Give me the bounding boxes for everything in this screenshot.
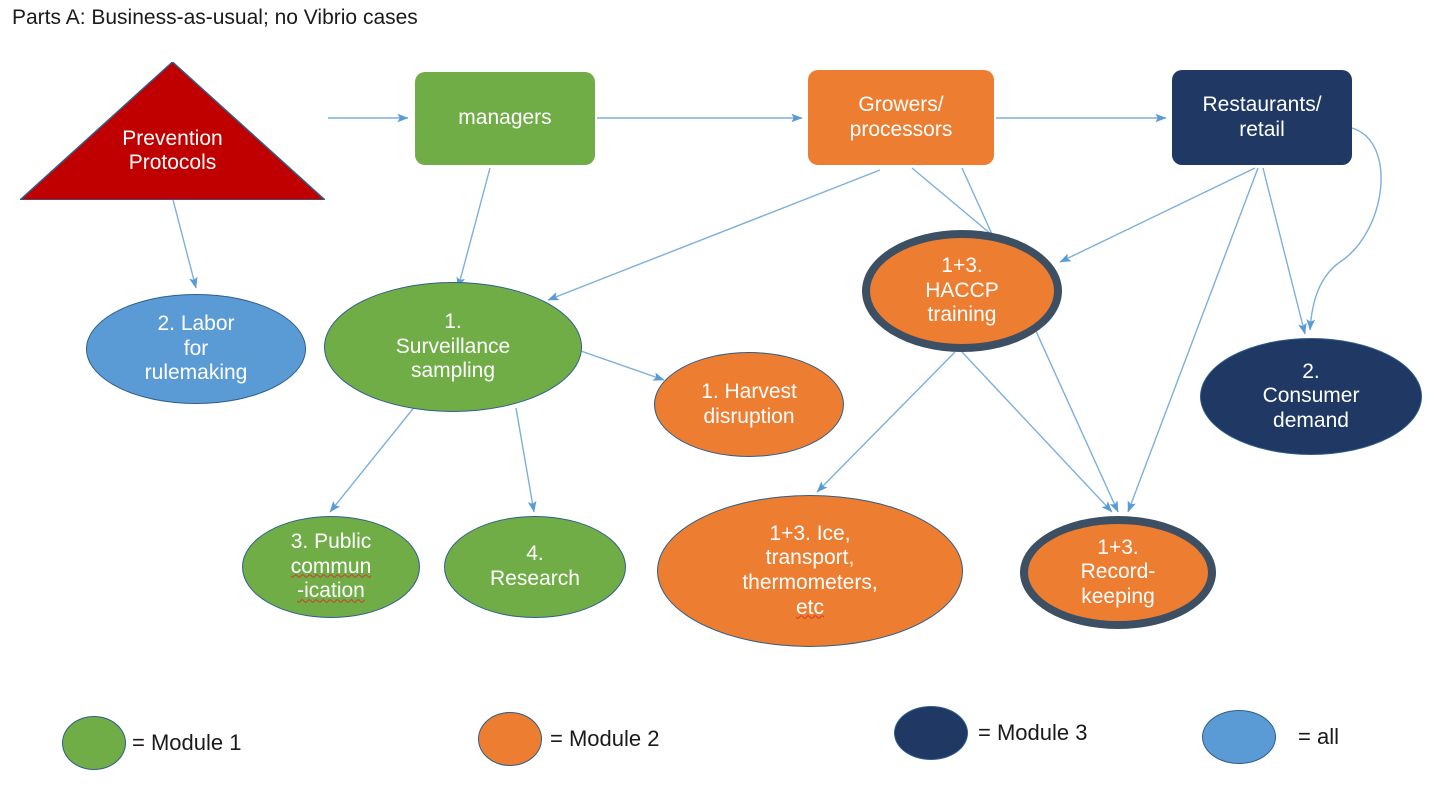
- legend-module-1: = Module 1: [62, 716, 241, 770]
- edge-growers-processors-to-surveillance-sampling: [547, 169, 881, 301]
- node-label-research: 4.Research: [490, 542, 580, 590]
- node-ice-transport-thermometers[interactable]: 1+3. Ice,transport,thermometers,etc: [657, 495, 963, 647]
- edge-restaurants-retail-to-haccp-training: [1059, 167, 1256, 263]
- node-label-restaurants-retail: Restaurants/retail: [1202, 92, 1322, 141]
- node-growers-processors[interactable]: Growers/processors: [808, 70, 994, 165]
- legend-all-label: = all: [1298, 724, 1339, 749]
- edge-surveillance-sampling-to-public-communication: [329, 399, 421, 513]
- page-title: Parts A: Business-as-usual; no Vibrio ca…: [12, 6, 418, 29]
- legend-module-2-swatch: [478, 712, 542, 766]
- edge-haccp-training-to-ice-transport-thermometers: [816, 351, 956, 493]
- legend-module-1-swatch: [62, 716, 126, 770]
- node-label-growers-processors: Growers/processors: [849, 92, 953, 141]
- edge-managers-to-surveillance-sampling: [456, 167, 491, 289]
- edge-surveillance-sampling-to-research: [515, 407, 537, 513]
- node-research[interactable]: 4.Research: [444, 516, 626, 618]
- node-label-ice-transport-thermometers: 1+3. Ice,transport,thermometers,etc: [742, 521, 878, 619]
- legend-all: = all: [1202, 710, 1339, 764]
- edge-restaurants-retail-to-record-keeping: [1127, 167, 1259, 513]
- node-prevention-protocols[interactable]: Prevention Protocols: [20, 62, 325, 200]
- node-label-prevention-protocols: Prevention Protocols: [122, 126, 223, 175]
- legend-module-2: = Module 2: [478, 712, 659, 766]
- edge-growers-processors-to-record-keeping: [961, 167, 1119, 513]
- node-label-managers: managers: [458, 106, 552, 130]
- edge-surveillance-sampling-to-harvest-disruption: [577, 349, 665, 381]
- node-label-record-keeping: 1+3.Record-keeping: [1080, 535, 1156, 608]
- edge-consumer-demand-to-restaurants-retail: [1306, 127, 1382, 331]
- legend-module-2-label: = Module 2: [550, 726, 660, 751]
- node-managers[interactable]: managers: [415, 72, 595, 165]
- legend-all-swatch: [1202, 710, 1276, 764]
- edge-prevention-protocols-to-labor-for-rulemaking: [171, 195, 198, 289]
- node-record-keeping[interactable]: 1+3.Record-keeping: [1020, 516, 1216, 629]
- legend-module-3-swatch: [894, 706, 968, 760]
- edge-restaurants-retail-to-consumer-demand: [1262, 167, 1307, 335]
- legend-module-1-label: = Module 1: [132, 730, 242, 755]
- node-restaurants-retail[interactable]: Restaurants/retail: [1172, 70, 1352, 165]
- edge-haccp-training-to-record-keeping: [961, 351, 1113, 513]
- legend-module-3: = Module 3: [894, 706, 1087, 760]
- legend-module-3-label: = Module 3: [978, 720, 1088, 745]
